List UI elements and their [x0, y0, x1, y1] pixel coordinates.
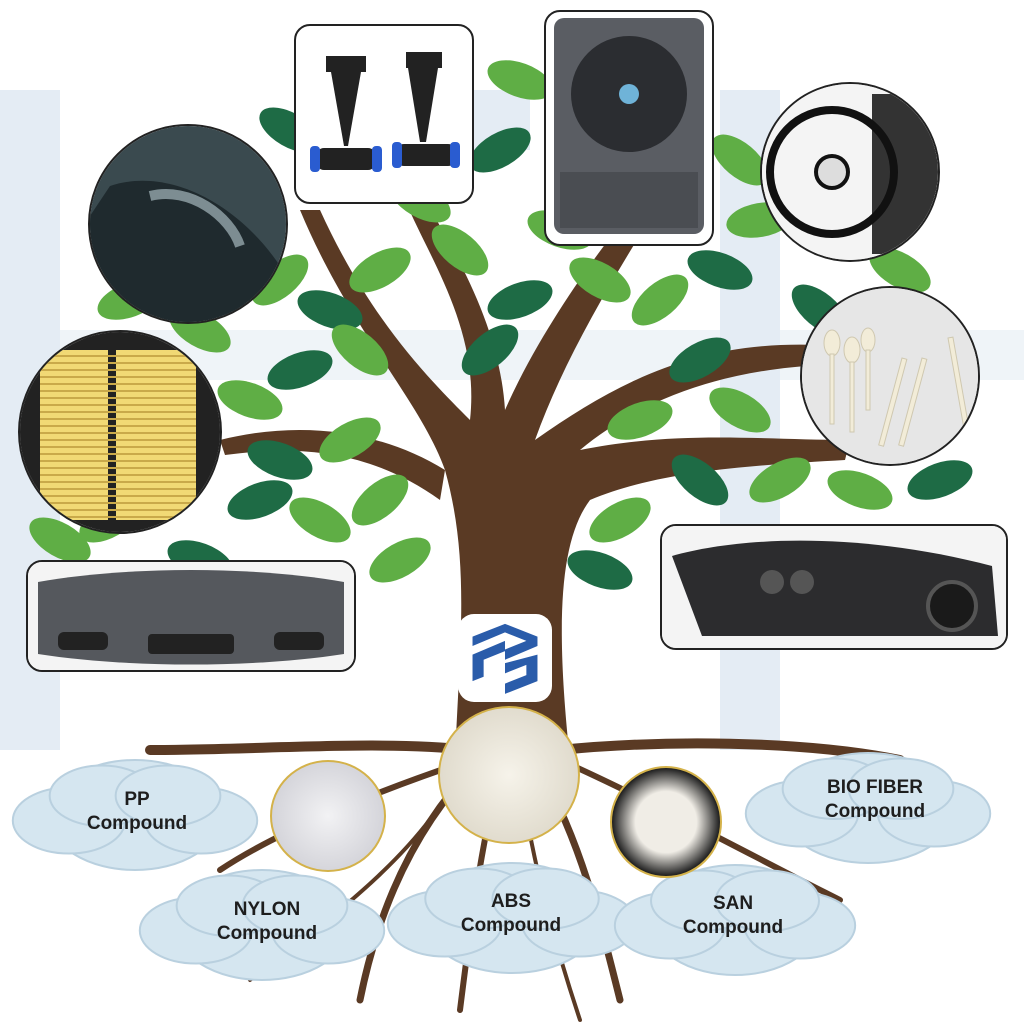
leaf: [217, 380, 283, 420]
tree-trunk: [300, 200, 850, 760]
clouds: [11, 752, 992, 981]
leaf: [869, 247, 931, 293]
product-radiator-fan: [760, 82, 940, 262]
leaf: [319, 417, 381, 463]
product-car-door-handle: [88, 124, 288, 324]
pellets-san: [610, 766, 722, 878]
compound-name: BIO FIBER: [826, 777, 924, 798]
product-hydrocyclone-filters: [294, 24, 474, 204]
leaf: [247, 440, 313, 480]
cutlery-image: [802, 288, 978, 464]
leaf: [461, 324, 519, 376]
pellets-nylon: [270, 760, 386, 872]
leaf: [687, 250, 753, 290]
cloud: [613, 864, 857, 976]
cloud: [744, 752, 992, 864]
leaf: [589, 497, 651, 543]
cloud: [138, 869, 386, 981]
leaf: [907, 460, 973, 500]
leaf: [431, 224, 489, 276]
root: [145, 740, 475, 755]
compound-suffix: Compound: [682, 916, 784, 938]
compound-name: PP: [124, 789, 150, 810]
pellets-abs: [438, 706, 580, 844]
air-filter-image: [20, 332, 220, 532]
leaf: [827, 470, 893, 510]
leaf: [349, 247, 411, 293]
leaf: [631, 274, 689, 326]
company-logo: [458, 614, 552, 702]
leaf: [227, 480, 293, 520]
leaf: [331, 324, 389, 376]
compound-suffix: Compound: [460, 914, 562, 936]
leaf: [351, 474, 409, 526]
leaf: [607, 400, 673, 440]
product-car-bumper: [26, 560, 356, 672]
leaf: [669, 337, 731, 383]
leaf: [711, 134, 769, 186]
leaf: [267, 350, 333, 390]
leaf: [671, 454, 729, 506]
leaf: [709, 387, 771, 433]
cloud: [11, 759, 259, 871]
door-handle-image: [90, 126, 286, 322]
leaf: [251, 254, 309, 306]
leaf: [297, 290, 363, 330]
bumper-image: [28, 562, 354, 670]
product-air-filter: [18, 330, 222, 534]
leaf: [749, 457, 811, 503]
leaf: [487, 280, 553, 320]
product-air-cooler: [544, 10, 714, 246]
radiator-fan-image: [762, 84, 938, 260]
compound-suffix: Compound: [824, 800, 926, 822]
compound-suffix: Compound: [86, 812, 188, 834]
compound-name: SAN: [712, 893, 754, 914]
cloud: [386, 862, 638, 974]
leaf: [369, 537, 431, 583]
compound-name: ABS: [490, 891, 532, 912]
product-car-dashboard: [660, 524, 1008, 650]
leaf: [469, 127, 531, 173]
product-plastic-cutlery: [800, 286, 980, 466]
dashboard-image: [662, 526, 1006, 648]
compound-suffix: Compound: [216, 922, 318, 944]
leaf: [29, 517, 91, 563]
leaf: [567, 550, 633, 590]
compound-name: NYLON: [233, 899, 301, 920]
air-cooler-image: [554, 18, 704, 234]
leaf: [569, 257, 631, 303]
logo-icon: [472, 623, 538, 694]
leaf: [487, 60, 553, 100]
hydrocyclone-image: [310, 52, 460, 172]
leaf: [289, 497, 351, 543]
